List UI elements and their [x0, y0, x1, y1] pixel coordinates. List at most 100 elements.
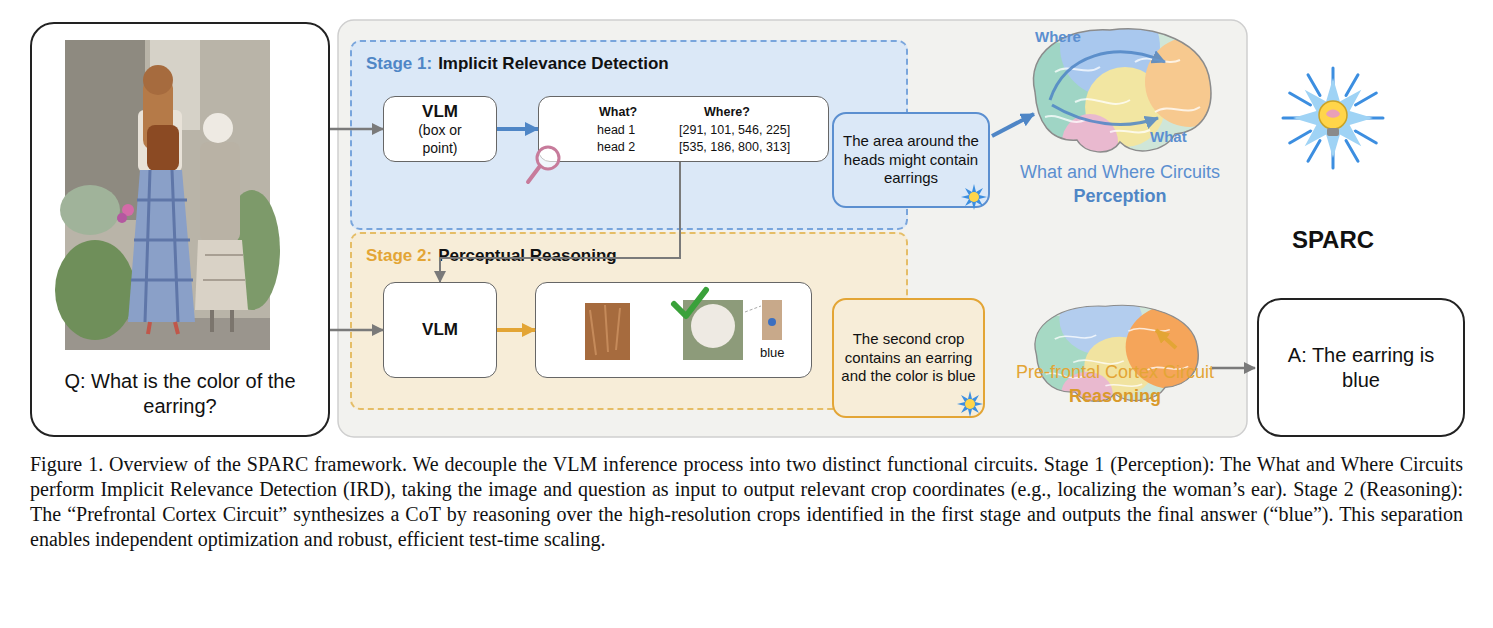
stage-heading: Stage 1:Implicit Relevance Detection: [366, 54, 675, 74]
box-text: VLM: [422, 319, 458, 340]
brain-label: Pre-frontal Cortex Circuit: [990, 362, 1240, 384]
crop-images: [585, 290, 782, 360]
sparc-burst: [1283, 68, 1383, 168]
box-text: A: The earring is blue: [1271, 343, 1451, 393]
box-text: The area around the heads might contain …: [841, 132, 981, 188]
elder-skirt: [195, 240, 248, 310]
box-text: What?: [599, 105, 637, 121]
box-text: (box or point): [400, 122, 480, 157]
bulb-glass: [1319, 101, 1347, 129]
text-stack: A: The earring is blue: [1259, 300, 1463, 435]
white-hair: [691, 304, 735, 348]
ray: [1290, 93, 1311, 105]
bulb-burst: [961, 184, 987, 210]
stage-number: Stage 2:: [366, 246, 432, 265]
brain-label: What and Where Circuits: [990, 162, 1250, 184]
lens: [537, 147, 559, 169]
ray: [1290, 131, 1311, 143]
skirt-lines: [203, 255, 245, 280]
check-mark: [674, 290, 706, 316]
plant: [60, 185, 120, 235]
connector-arrow: [497, 127, 538, 131]
box-text: Where?: [704, 105, 750, 121]
box-text: The second crop contains an earring and …: [841, 330, 976, 386]
pole-area: [150, 40, 200, 130]
ray: [1356, 93, 1377, 105]
brain-fill: [995, 0, 1235, 170]
white-hair: [203, 113, 233, 143]
box-text: blue: [760, 345, 785, 361]
ray: [1308, 75, 1320, 96]
bulb-brain: [1326, 110, 1340, 118]
backpack: [147, 125, 179, 171]
handle: [528, 166, 540, 182]
magnifier-icon: [528, 147, 559, 182]
woman-top: [138, 110, 182, 172]
vlm-box: VLM(box or point): [383, 96, 497, 162]
woman-hair: [143, 78, 173, 150]
text-stack: VLM: [384, 283, 496, 377]
brain-perception: [995, 0, 1235, 170]
earring: [768, 318, 776, 326]
crop-white-hair: [683, 300, 743, 360]
crop-ear: [762, 300, 782, 340]
street-photo: [55, 40, 280, 350]
stage-box: Stage 2: Perceptual ReasoningVLM blue: [350, 232, 908, 410]
text-stack: The second crop contains an earring and …: [834, 300, 983, 416]
ray: [1356, 131, 1377, 143]
stage-box: Stage 1:Implicit Relevance DetectionVLM(…: [350, 40, 908, 230]
box-text: VLM: [422, 101, 458, 122]
text-stack: VLM(box or point): [384, 97, 496, 161]
bulb-glass: [969, 192, 979, 202]
sandals: [148, 322, 178, 334]
pavement: [65, 318, 270, 350]
zoom-leader: [745, 306, 761, 312]
storefront: [65, 40, 145, 220]
brain-label: SPARC: [1253, 226, 1413, 255]
crops-box: blue: [535, 282, 812, 378]
input-box: Q: What is the color of the earring?: [30, 22, 330, 437]
bulb-icon: [957, 391, 983, 417]
connector-layer: [330, 129, 680, 330]
pointer-arrow: [992, 114, 1034, 136]
answer-box: A: The earring is blue: [1257, 298, 1465, 437]
output-box: What?Where?head 1[291, 101, 546, 225]hea…: [538, 96, 829, 162]
box-text: Q: What is the color of the earring?: [50, 369, 310, 419]
brain-label: Where: [1035, 28, 1081, 46]
photo-backdrop: [65, 40, 270, 350]
where-pathway: [1050, 52, 1165, 100]
box-text: head 1: [597, 123, 635, 139]
ray: [1346, 141, 1358, 162]
brain-gyri: [1045, 58, 1200, 132]
burst-rays: [1283, 68, 1383, 168]
crop-hair: [585, 303, 630, 360]
what-pathway: [1052, 105, 1158, 124]
ray: [1346, 75, 1358, 96]
connector-arrow: [440, 162, 680, 282]
connector-arrow: [497, 328, 535, 332]
brain-lobe: [1145, 37, 1235, 127]
brain-label: Reasoning: [990, 386, 1240, 408]
box-text: head 2: [597, 140, 635, 156]
burst-star: [1293, 78, 1373, 158]
stage-title: Implicit Relevance Detection: [438, 54, 669, 73]
bulb-glass: [965, 399, 975, 409]
bulb-icon: [961, 184, 987, 210]
legs: [212, 310, 232, 332]
callout-box: The area around the heads might contain …: [832, 112, 990, 208]
plaid-skirt: [128, 170, 195, 322]
hair-strands: [590, 305, 620, 355]
framework-panel: [338, 20, 1247, 437]
flowers: [122, 204, 134, 216]
output-arrow: [1212, 367, 1255, 370]
stage-title: Perceptual Reasoning: [438, 246, 617, 265]
connector-arrow: [330, 329, 383, 332]
plant: [224, 190, 280, 310]
bulb-burst: [957, 391, 983, 417]
skirt-stripes: [131, 170, 193, 322]
brain-label: Perception: [990, 186, 1250, 208]
coat: [200, 142, 240, 242]
brain-outline: [1033, 29, 1211, 152]
bulb-base: [1327, 128, 1339, 136]
